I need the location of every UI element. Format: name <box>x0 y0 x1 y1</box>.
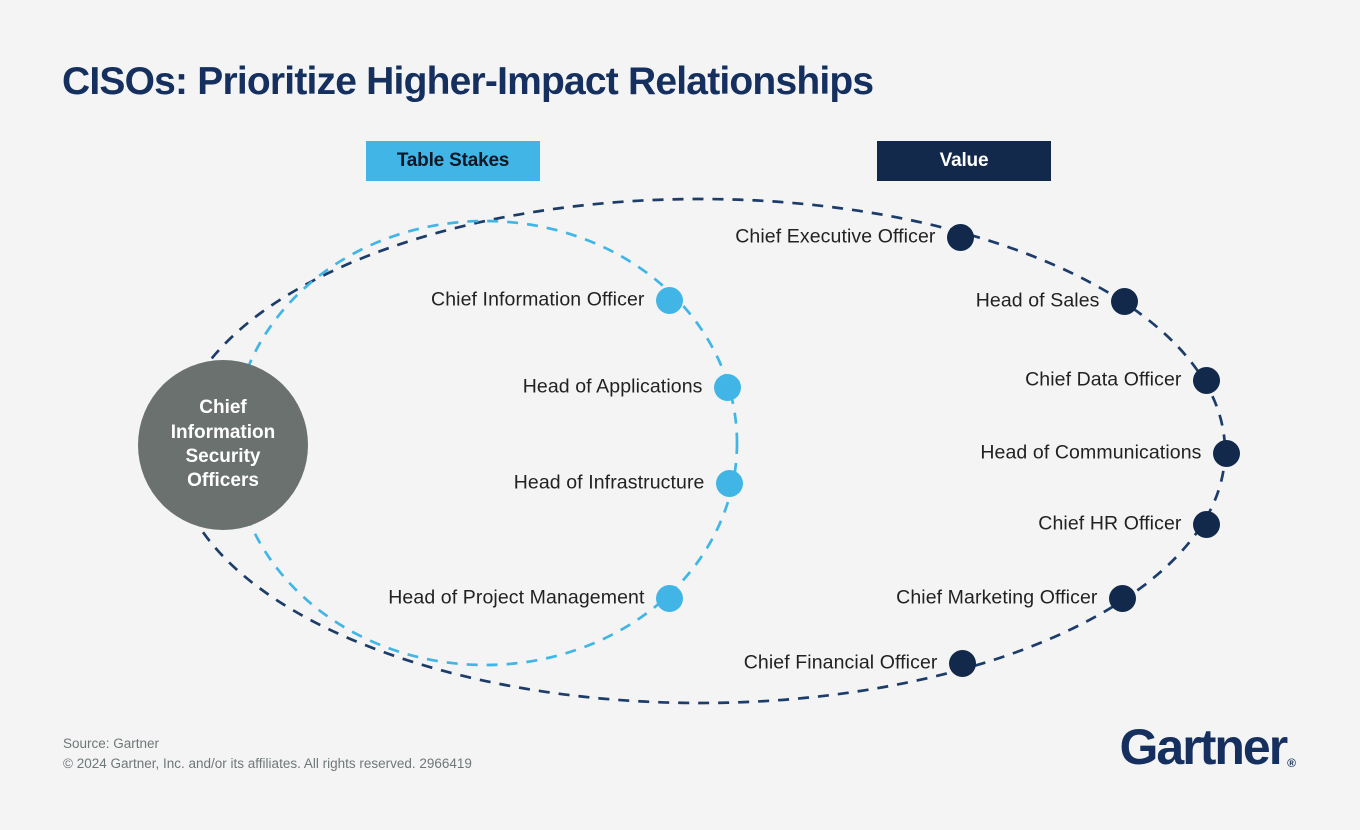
node-label: Chief Data Officer <box>1025 368 1182 391</box>
table-stakes-legend-label: Table Stakes <box>396 150 510 171</box>
node-label: Chief Information Officer <box>431 288 645 311</box>
value-node-dot: Head of Communications <box>980 439 1240 467</box>
value-node-dot: Chief Executive Officer <box>735 223 974 251</box>
node-label: Chief Marketing Officer <box>896 586 1098 609</box>
value-node-dot: Chief Marketing Officer <box>896 584 1136 612</box>
value-node-dot: Chief Data Officer <box>1025 366 1220 394</box>
table-stakes-node-dot: Head of Project Management <box>388 584 683 612</box>
node-label: Head of Project Management <box>388 586 645 609</box>
table-stakes-node-dot: Head of Infrastructure <box>514 469 743 497</box>
node-label: Chief Executive Officer <box>735 225 936 248</box>
footer-copyright: © 2024 Gartner, Inc. and/or its affiliat… <box>63 755 472 771</box>
node-label: Chief HR Officer <box>1038 512 1182 535</box>
value-node-dot: Chief HR Officer <box>1038 510 1220 538</box>
value-legend-label: Value <box>939 150 989 171</box>
ciso-center-circle: Chief Information Security Officers <box>138 360 308 530</box>
footer: Source: Gartner © 2024 Gartner, Inc. and… <box>63 736 472 776</box>
table-stakes-node-dot: Chief Information Officer <box>431 286 683 314</box>
node-label: Head of Infrastructure <box>513 471 705 494</box>
node-label: Head of Communications <box>980 441 1202 464</box>
node-label: Head of Applications <box>522 375 703 398</box>
value-node-dot: Head of Sales <box>976 287 1138 315</box>
registered-trademark-icon: ® <box>1287 756 1296 770</box>
table-stakes-node-dot: Head of Applications <box>523 373 741 401</box>
ciso-center-circle-label: Chief Information Security Officers <box>170 397 276 492</box>
table-stakes-legend-badge: Table Stakes <box>366 141 540 181</box>
value-node-dot: Chief Financial Officer <box>744 649 976 677</box>
gartner-logo: Gartner ® <box>1120 722 1296 772</box>
gartner-logo-wordmark: Gartner <box>1119 719 1289 775</box>
value-legend-badge: Value <box>877 141 1051 181</box>
node-label: Head of Sales <box>975 289 1100 312</box>
page-title: CISOs: Prioritize Higher-Impact Relation… <box>62 60 874 103</box>
footer-source: Source: Gartner <box>63 736 160 751</box>
node-label: Chief Financial Officer <box>743 651 938 674</box>
